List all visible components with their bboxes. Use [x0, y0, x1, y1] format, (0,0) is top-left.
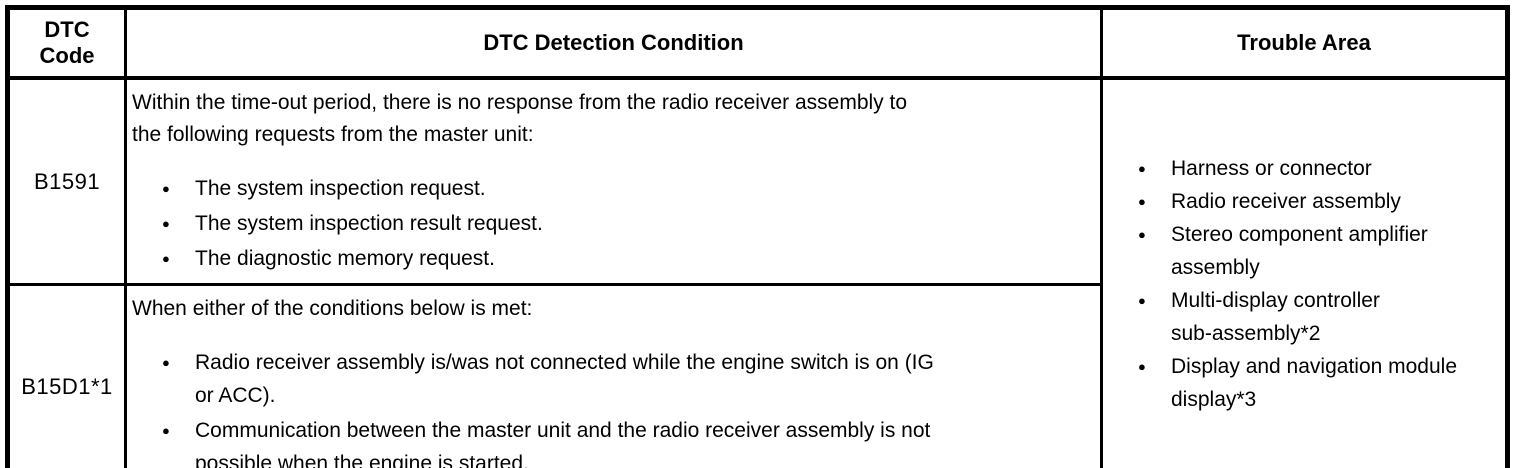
detection-condition-cell: Within the time-out period, there is no … [124, 76, 1103, 286]
list-item: ● The diagnostic memory request. [162, 242, 1090, 275]
condition-bullet-text: Radio receiver assembly is/was not conne… [195, 351, 934, 407]
bullet-icon: ● [162, 181, 170, 196]
list-item: ● The system inspection result request. [162, 207, 1090, 240]
condition-bullet-text: Communication between the master unit an… [195, 419, 931, 468]
table-row: B1591 Within the time-out period, there … [6, 76, 1509, 468]
bullet-icon: ● [1138, 293, 1146, 308]
trouble-area-cell: ● Harness or connector ● Radio receiver … [1100, 76, 1509, 468]
bullet-icon: ● [162, 423, 170, 438]
table-row: B15D1*1 When either of the conditions be… [6, 283, 1508, 468]
header-row: DTC Code DTC Detection Condition Trouble… [6, 6, 1509, 80]
bullet-icon: ● [1138, 359, 1146, 374]
condition-intro: When either of the conditions below is m… [132, 297, 533, 320]
trouble-area-list: ● Harness or connector ● Radio receiver … [1108, 152, 1499, 416]
trouble-area-item: Display and navigation module display*3 [1171, 355, 1458, 411]
list-item: ● Radio receiver assembly is/was not con… [162, 346, 1090, 412]
header-detection-condition: DTC Detection Condition [124, 6, 1103, 80]
condition-bullet-text: The system inspection result request. [195, 212, 543, 235]
dtc-table: DTC Code DTC Detection Condition Trouble… [5, 5, 1510, 468]
condition-bullet-text: The system inspection request. [195, 177, 486, 200]
condition-bullet-list: ● The system inspection request. ● The s… [132, 172, 1090, 275]
list-item: ● Multi-display controller sub-assembly*… [1138, 284, 1499, 350]
condition-intro: Within the time-out period, there is no … [132, 91, 908, 146]
bullet-icon: ● [162, 216, 170, 231]
dtc-code-cell: B15D1*1 [6, 283, 127, 468]
list-item: ● Display and navigation module display*… [1138, 350, 1499, 416]
bullet-icon: ● [162, 251, 170, 266]
list-item: ● Communication between the master unit … [162, 414, 1090, 468]
condition-bullet-text: The diagnostic memory request. [195, 247, 495, 270]
detection-condition-cell: When either of the conditions below is m… [124, 283, 1103, 468]
dtc-code-cell: B1591 [6, 76, 127, 286]
list-item: ● The system inspection request. [162, 172, 1090, 205]
bullet-icon: ● [1138, 194, 1146, 209]
condition-bullet-list: ● Radio receiver assembly is/was not con… [132, 346, 1090, 468]
list-item: ● Harness or connector [1138, 152, 1499, 185]
trouble-area-item: Harness or connector [1171, 157, 1372, 180]
trouble-area-item: Stereo component amplifier assembly [1171, 223, 1428, 279]
bullet-icon: ● [1138, 227, 1146, 242]
list-item: ● Stereo component amplifier assembly [1138, 218, 1499, 284]
header-dtc-code: DTC Code [6, 6, 127, 80]
header-trouble-area: Trouble Area [1100, 6, 1509, 80]
list-item: ● Radio receiver assembly [1138, 185, 1499, 218]
trouble-area-item: Radio receiver assembly [1171, 190, 1401, 213]
bullet-icon: ● [1138, 161, 1146, 176]
trouble-area-item: Multi-display controller sub-assembly*2 [1171, 289, 1380, 345]
bullet-icon: ● [162, 355, 170, 370]
